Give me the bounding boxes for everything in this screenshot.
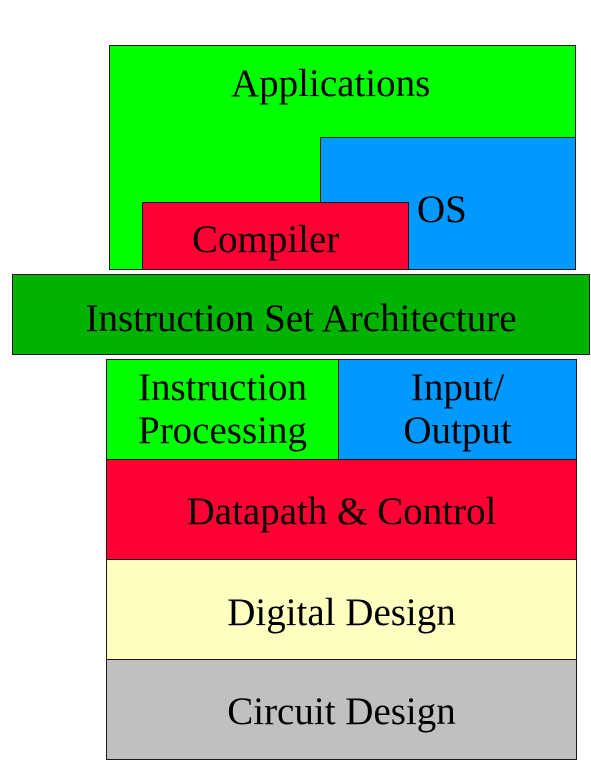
input-output-label: Input/ Output bbox=[339, 366, 576, 452]
input-output-line2: Output bbox=[403, 409, 512, 452]
os-block: OS bbox=[320, 137, 576, 270]
isa-block: Instruction Set Architecture bbox=[12, 274, 590, 355]
digital-design-block: Digital Design bbox=[106, 559, 577, 660]
os-label: OS bbox=[417, 188, 467, 231]
isa-label: Instruction Set Architecture bbox=[85, 297, 517, 340]
datapath-control-block: Datapath & Control bbox=[106, 459, 577, 560]
compiler-label: Compiler bbox=[192, 218, 340, 261]
instruction-processing-label: Instruction Processing bbox=[107, 366, 338, 452]
instruction-processing-line1: Instruction bbox=[138, 366, 307, 409]
input-output-line1: Input/ bbox=[410, 366, 505, 409]
input-output-block: Input/ Output bbox=[338, 359, 577, 460]
instruction-processing-block: Instruction Processing bbox=[106, 359, 339, 460]
circuit-design-label: Circuit Design bbox=[227, 690, 456, 733]
datapath-control-label: Datapath & Control bbox=[186, 490, 497, 533]
digital-design-label: Digital Design bbox=[227, 591, 456, 634]
applications-label: Applications bbox=[231, 62, 431, 105]
compiler-block: Compiler bbox=[142, 202, 409, 270]
instruction-processing-line2: Processing bbox=[138, 409, 307, 452]
circuit-design-block: Circuit Design bbox=[106, 659, 577, 760]
